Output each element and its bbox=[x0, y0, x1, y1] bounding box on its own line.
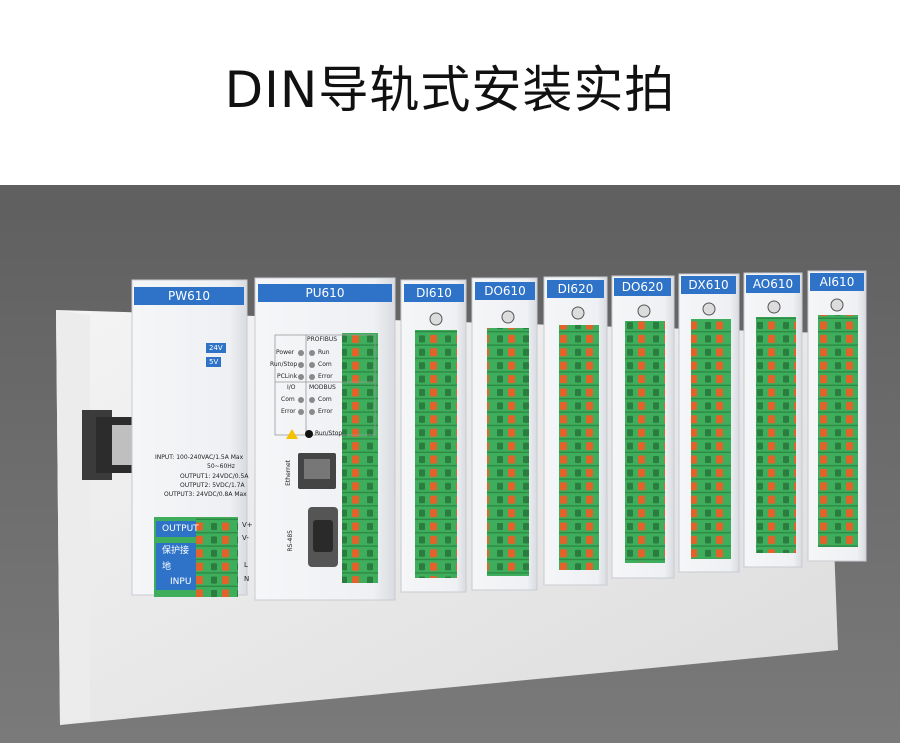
pu610-runstop-label: Run/Stop bbox=[270, 361, 298, 368]
photo-labels: PW610 PU610 DI610 DO610 DI620 DO620 DX61… bbox=[0, 185, 900, 743]
pu610-mb-error-label: Error bbox=[318, 408, 333, 415]
module-badge-dx610: DX610 bbox=[681, 276, 736, 294]
pu610-pclink-label: PCLink bbox=[277, 373, 298, 380]
module-badge-do620: DO620 bbox=[614, 278, 671, 296]
pu610-io-error-label: Error bbox=[281, 408, 296, 415]
pw610-input-label: INPU bbox=[156, 574, 196, 590]
module-badge-pu610: PU610 bbox=[258, 284, 392, 302]
pw610-24v-label: 24V bbox=[206, 343, 226, 353]
module-badge-di610: DI610 bbox=[404, 284, 464, 302]
pw610-input-spec: INPUT: 100-240VAC/1.5A Max bbox=[155, 454, 244, 461]
pw610-protect-label: 保护接地 bbox=[156, 543, 196, 575]
pw610-5v-label: 5V bbox=[206, 357, 222, 367]
pw610-term-n: N bbox=[244, 575, 250, 583]
pu610-run-label: Run bbox=[318, 349, 330, 356]
pu610-com-label: Com bbox=[318, 361, 332, 368]
module-badge-ai610: AI610 bbox=[810, 273, 864, 291]
pw610-term-vplus: V+ bbox=[242, 521, 253, 529]
module-badge-ao610: AO610 bbox=[746, 275, 800, 293]
pu610-rs485-label: RS-485 bbox=[287, 530, 294, 552]
module-badge-di620: DI620 bbox=[547, 280, 604, 298]
pu610-modbus-label: MODBUS bbox=[309, 384, 336, 391]
pw610-output-label: OUTPUT bbox=[156, 521, 199, 537]
pu610-ethernet-label: Ethernet bbox=[285, 460, 292, 486]
pu610-power-label: Power bbox=[276, 349, 295, 356]
pu610-io-label: I/O bbox=[287, 384, 296, 391]
pw610-output1-spec: OUTPUT1: 24VDC/0.5A bbox=[180, 473, 249, 480]
pu610-io-com-label: Com bbox=[281, 396, 295, 403]
pu610-profibus-label: PROFIBUS bbox=[307, 336, 338, 343]
pw610-output2-spec: OUTPUT2: 5VDC/1.7A bbox=[180, 482, 245, 489]
page-title: DIN导轨式安装实拍 bbox=[224, 61, 676, 119]
io-modules bbox=[400, 270, 867, 593]
pu610-mb-com-label: Com bbox=[318, 396, 332, 403]
pw610-term-vminus: V- bbox=[242, 534, 249, 542]
module-badge-pw610: PW610 bbox=[134, 287, 244, 305]
module-badge-do610: DO610 bbox=[475, 282, 535, 300]
pw610-output3-spec: OUTPUT3: 24VDC/0.8A Max bbox=[164, 491, 247, 498]
pw610-term-l: L bbox=[244, 561, 248, 569]
pu610-error-label: Error bbox=[318, 373, 333, 380]
product-photo: PW610 PU610 DI610 DO610 DI620 DO620 DX61… bbox=[0, 185, 900, 743]
pu610-runstop-button-label: Run/Stop bbox=[315, 430, 343, 437]
pw610-freq-spec: 50~60Hz bbox=[207, 463, 235, 470]
